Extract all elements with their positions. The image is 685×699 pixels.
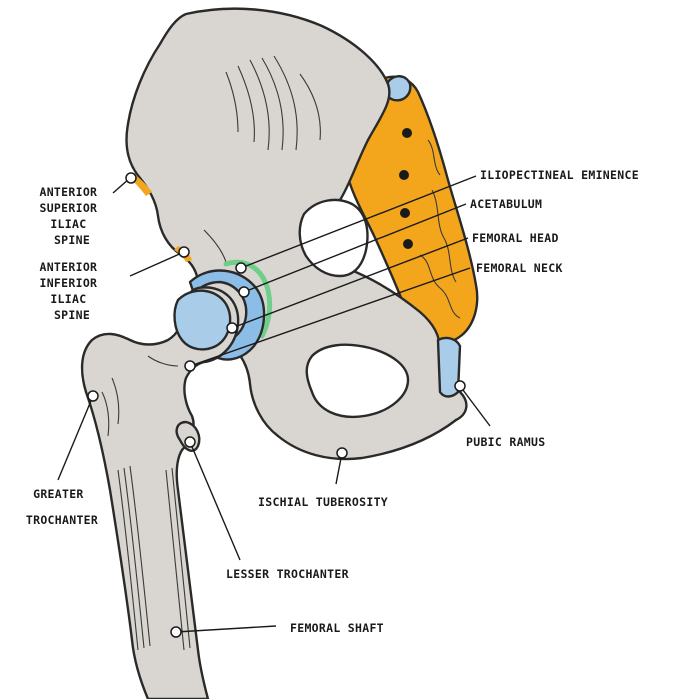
- sacral-foramen: [402, 128, 412, 138]
- iliopectineal-eminence-label: ILIOPECTINEAL EMINENCE: [480, 168, 639, 182]
- ischial-tuberosity-label: ISCHIAL TUBEROSITY: [258, 495, 388, 509]
- hip-bone: [125, 7, 468, 461]
- aiis-label-line: SPINE: [54, 308, 90, 322]
- greater-trochanter-marker: [87, 390, 99, 402]
- obturator-foramen: [305, 343, 410, 419]
- pubic-ramus-label: PUBIC RAMUS: [466, 435, 545, 449]
- leader-lines: [57, 175, 491, 633]
- aiis-label-line: ANTERIOR: [39, 260, 97, 274]
- asis-label-line: ILIAC: [50, 217, 86, 231]
- greater-trochanter-label-line: GREATER: [33, 487, 84, 501]
- femoral-head-marker: [226, 322, 238, 334]
- femoral-neck-marker: [184, 360, 196, 372]
- asis-label-line: SUPERIOR: [39, 201, 97, 215]
- asis-marker: [125, 172, 137, 184]
- sacral-foramen: [400, 208, 410, 218]
- aiis-marker: [178, 246, 190, 258]
- femoral-shaft-marker: [170, 626, 182, 638]
- femoral-head-label: FEMORAL HEAD: [472, 231, 559, 245]
- greater-trochanter-label: GREATER TROCHANTER: [26, 487, 98, 527]
- ischial-tuberosity-marker: [336, 447, 348, 459]
- iliopectineal-marker: [235, 262, 247, 274]
- aiis-label-line: INFERIOR: [39, 276, 97, 290]
- asis-label-line: ANTERIOR: [39, 185, 97, 199]
- femur: [80, 286, 240, 699]
- pubic-cartilage: [436, 336, 462, 398]
- femoral-shaft-label: FEMORAL SHAFT: [290, 621, 384, 635]
- femoral-neck-label: FEMORAL NECK: [476, 261, 563, 275]
- asis-label: ANTERIOR SUPERIOR ILIAC SPINE: [39, 185, 104, 247]
- acetabulum-label: ACETABULUM: [470, 197, 542, 211]
- pubic-ramus-marker: [454, 380, 466, 392]
- greater-trochanter-label-line: TROCHANTER: [26, 513, 98, 527]
- sacral-foramen: [403, 239, 413, 249]
- aiis-label: ANTERIOR INFERIOR ILIAC SPINE: [39, 260, 104, 322]
- lesser-trochanter-label: LESSER TROCHANTER: [226, 567, 349, 581]
- aiis-label-line: ILIAC: [50, 292, 86, 306]
- acetabulum-marker: [238, 286, 250, 298]
- sacral-foramen: [399, 170, 409, 180]
- asis-label-line: SPINE: [54, 233, 90, 247]
- marker-dots: [87, 172, 466, 638]
- femoral-head: [173, 289, 232, 351]
- lesser-trochanter-marker: [184, 436, 196, 448]
- pelvic-inlet: [298, 198, 369, 278]
